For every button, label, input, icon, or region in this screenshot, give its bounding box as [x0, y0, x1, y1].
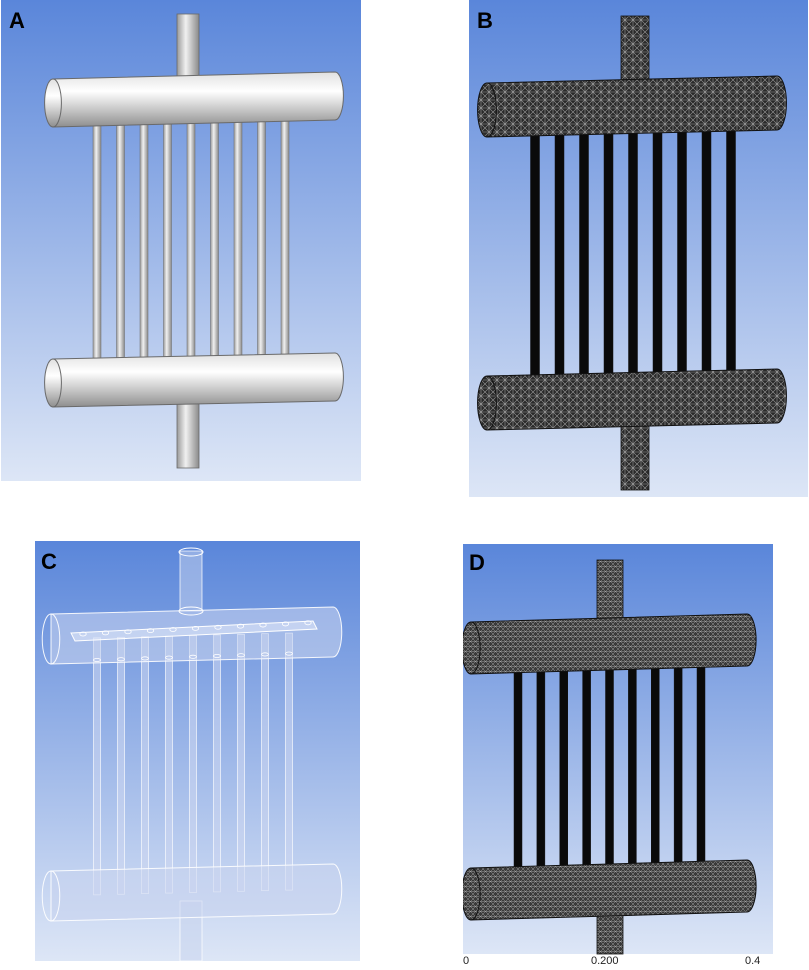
- tube: [165, 635, 173, 894]
- tube: [651, 642, 660, 889]
- panel-d-drawing: [463, 544, 773, 970]
- axis-tick-label: 0.4: [745, 955, 761, 967]
- tube: [559, 645, 568, 892]
- outlet-nozzle: [620, 415, 650, 491]
- tube: [189, 635, 197, 893]
- tube: [513, 646, 523, 893]
- bottom-header: [50, 863, 343, 922]
- inlet-nozzle: [596, 559, 624, 625]
- tube: [628, 643, 637, 890]
- outlet-nozzle: [176, 399, 200, 469]
- tube: [261, 633, 269, 892]
- tube-opening: [141, 656, 149, 661]
- tube: [726, 103, 736, 398]
- tube: [696, 641, 706, 888]
- panel-label: A: [9, 8, 25, 33]
- inlet-nozzle: [179, 550, 203, 612]
- axis-tick-label: 0: [463, 955, 470, 967]
- inlet-nozzle: [620, 15, 650, 85]
- plate-hole: [259, 622, 267, 628]
- panel-c: C: [35, 541, 360, 961]
- plate-hole: [236, 623, 245, 629]
- tube: [652, 105, 663, 400]
- tube-opening: [165, 655, 173, 660]
- tube: [628, 106, 638, 400]
- tube: [579, 107, 589, 401]
- plate-hole: [169, 627, 177, 632]
- plate-hole: [304, 620, 312, 626]
- panel-b: B: [469, 0, 808, 497]
- tube: [210, 98, 219, 380]
- nozzle-opening: [178, 606, 204, 616]
- top-header: [470, 613, 757, 675]
- tube-opening: [261, 652, 269, 657]
- bottom-header-end-cap: [463, 867, 481, 921]
- tube: [233, 98, 243, 380]
- axis-tick-label: 0.200: [591, 955, 619, 967]
- tube: [285, 632, 293, 891]
- nozzle-opening: [178, 547, 204, 557]
- tube: [554, 108, 565, 402]
- tube: [536, 645, 546, 893]
- tube: [186, 99, 196, 381]
- tube: [93, 637, 101, 896]
- tube: [701, 104, 712, 398]
- panel-label: B: [477, 8, 493, 33]
- tube: [530, 108, 540, 403]
- plate-hole: [124, 629, 132, 635]
- plate-hole: [79, 631, 87, 637]
- tube-opening: [117, 657, 125, 662]
- tube-opening: [285, 651, 293, 656]
- top-header-end-cap: [463, 621, 481, 675]
- tube: [673, 641, 683, 889]
- tube-opening: [237, 653, 245, 658]
- tube: [141, 636, 149, 895]
- plate-hole: [281, 621, 290, 627]
- plate-hole: [146, 628, 155, 634]
- tube: [280, 96, 290, 379]
- panel-label: D: [469, 550, 485, 575]
- top-header: [50, 606, 343, 665]
- tube: [92, 101, 102, 383]
- bottom-header: [52, 352, 344, 408]
- top-header-end-cap: [477, 82, 497, 138]
- top-header: [52, 71, 344, 128]
- tube: [582, 644, 591, 891]
- panel-b-drawing: [469, 0, 808, 497]
- top-header: [486, 75, 787, 138]
- tube-opening: [213, 654, 221, 659]
- panel-c-drawing: [35, 541, 360, 961]
- panel-a: A: [1, 0, 361, 481]
- tube: [237, 633, 245, 892]
- top-header-end-cap: [41, 613, 61, 665]
- tube-opening: [93, 658, 101, 663]
- tube: [139, 100, 149, 382]
- inlet-nozzle: [176, 13, 200, 81]
- tube: [213, 634, 221, 893]
- panel-label: C: [41, 549, 57, 574]
- plate-hole: [101, 630, 110, 636]
- tube: [603, 106, 614, 401]
- bottom-header-end-cap: [44, 358, 62, 408]
- bottom-header-end-cap: [477, 375, 497, 431]
- tube: [257, 97, 266, 379]
- plate-hole: [191, 626, 200, 631]
- distributor-plate: [70, 620, 318, 642]
- tube-opening: [189, 654, 197, 659]
- tube: [116, 101, 125, 382]
- bottom-header-end-cap: [41, 870, 61, 922]
- top-header-end-cap: [44, 78, 62, 128]
- tube: [605, 643, 614, 891]
- bottom-header: [470, 859, 757, 921]
- tube: [163, 99, 172, 381]
- bottom-header: [486, 368, 787, 431]
- tube: [677, 105, 687, 399]
- panel-a-drawing: [1, 0, 361, 481]
- panel-d: D 0 0.200 0.4: [463, 544, 773, 970]
- plate-hole: [214, 624, 222, 630]
- tube: [117, 636, 125, 895]
